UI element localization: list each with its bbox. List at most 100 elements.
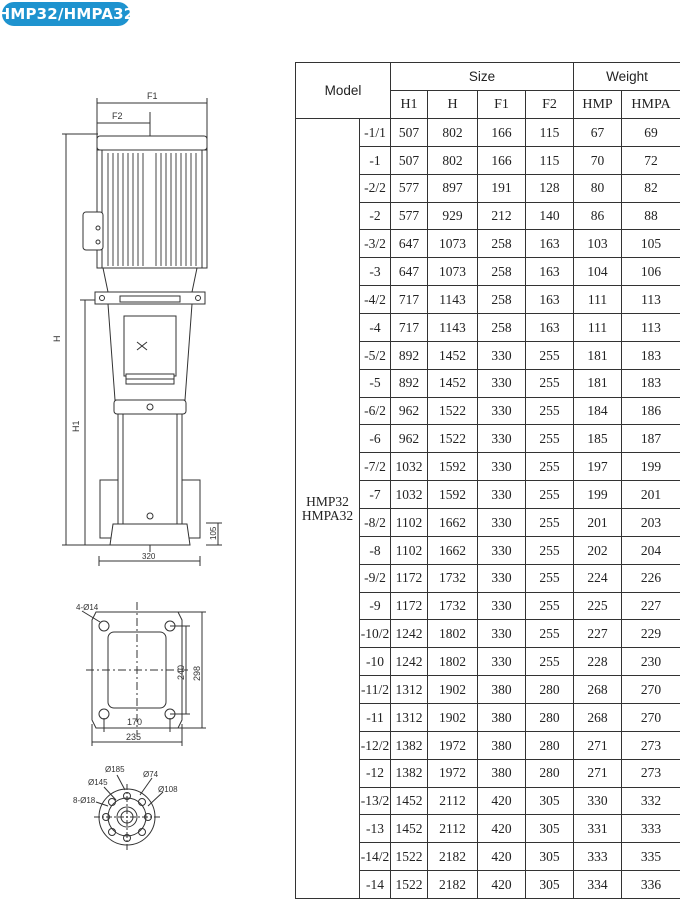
cell-f1: 330 bbox=[477, 508, 526, 537]
cell-hmpa: 270 bbox=[621, 675, 680, 705]
dim-8-holes: 8-Ø18 bbox=[73, 796, 96, 805]
cell-h: 1452 bbox=[427, 340, 478, 370]
cell-submodel: -10/2 bbox=[359, 619, 391, 649]
dim-phi185: Ø185 bbox=[105, 765, 125, 774]
cell-f1: 380 bbox=[477, 675, 526, 705]
header-model: Model bbox=[295, 62, 391, 119]
cell-h: 1902 bbox=[427, 703, 478, 732]
cell-h1: 1032 bbox=[390, 480, 428, 510]
cell-f2: 255 bbox=[524, 535, 575, 565]
cell-hmpa: 183 bbox=[621, 340, 680, 370]
cell-submodel: -13 bbox=[359, 814, 391, 844]
cell-h1: 577 bbox=[390, 201, 428, 231]
header-f2: F2 bbox=[524, 90, 575, 119]
cell-submodel: -14/2 bbox=[359, 842, 391, 872]
cell-hmpa: 332 bbox=[621, 786, 680, 816]
cell-hmpa: 113 bbox=[621, 285, 680, 315]
cell-submodel: -1/1 bbox=[359, 118, 391, 147]
cell-submodel: -11 bbox=[359, 703, 391, 732]
cell-submodel: -10 bbox=[359, 647, 391, 677]
cell-h1: 1452 bbox=[390, 814, 428, 844]
cell-h: 2112 bbox=[427, 814, 478, 844]
cell-hmpa: 203 bbox=[621, 508, 680, 537]
cell-hmp: 86 bbox=[573, 201, 623, 231]
cell-h1: 1102 bbox=[390, 535, 428, 565]
cell-submodel: -2/2 bbox=[359, 173, 391, 203]
header-h: H bbox=[427, 90, 478, 119]
dim-240: 240 bbox=[176, 665, 186, 680]
cell-hmp: 271 bbox=[573, 758, 623, 788]
cell-f1: 258 bbox=[477, 257, 526, 287]
cell-hmpa: 72 bbox=[621, 145, 680, 175]
cell-h: 1143 bbox=[427, 285, 478, 315]
cell-hmp: 67 bbox=[573, 118, 623, 147]
cell-hmpa: 113 bbox=[621, 313, 680, 342]
cell-f2: 305 bbox=[524, 786, 575, 816]
cell-hmpa: 273 bbox=[621, 730, 680, 760]
cell-h1: 1522 bbox=[390, 842, 428, 872]
cell-h: 1732 bbox=[427, 563, 478, 593]
cell-hmp: 331 bbox=[573, 814, 623, 844]
cell-f2: 255 bbox=[524, 508, 575, 537]
cell-hmpa: 270 bbox=[621, 703, 680, 732]
cell-h: 1972 bbox=[427, 730, 478, 760]
cell-f2: 255 bbox=[524, 480, 575, 510]
cell-h1: 507 bbox=[390, 145, 428, 175]
cell-h1: 1172 bbox=[390, 563, 428, 593]
cell-f1: 330 bbox=[477, 424, 526, 454]
cell-f1: 258 bbox=[477, 229, 526, 259]
cell-h: 802 bbox=[427, 145, 478, 175]
cell-h1: 1312 bbox=[390, 703, 428, 732]
cell-hmpa: 273 bbox=[621, 758, 680, 788]
dim-4-holes: 4-Ø14 bbox=[76, 603, 99, 612]
cell-f1: 330 bbox=[477, 563, 526, 593]
cell-f2: 140 bbox=[524, 201, 575, 231]
cell-hmp: 228 bbox=[573, 647, 623, 677]
cell-f2: 163 bbox=[524, 229, 575, 259]
cell-h1: 647 bbox=[390, 229, 428, 259]
cell-h: 1143 bbox=[427, 313, 478, 342]
cell-f1: 258 bbox=[477, 285, 526, 315]
cell-h1: 1452 bbox=[390, 786, 428, 816]
cell-f1: 330 bbox=[477, 535, 526, 565]
cell-f2: 280 bbox=[524, 675, 575, 705]
cell-h1: 507 bbox=[390, 118, 428, 147]
dim-phi145: Ø145 bbox=[88, 778, 108, 787]
cell-h1: 1382 bbox=[390, 730, 428, 760]
cell-submodel: -12 bbox=[359, 758, 391, 788]
cell-submodel: -13/2 bbox=[359, 786, 391, 816]
dim-phi108: Ø108 bbox=[158, 785, 178, 794]
cell-h: 1452 bbox=[427, 368, 478, 398]
cell-h1: 1102 bbox=[390, 508, 428, 537]
cell-h: 1972 bbox=[427, 758, 478, 788]
cell-f1: 420 bbox=[477, 842, 526, 872]
cell-h1: 892 bbox=[390, 368, 428, 398]
cell-f2: 255 bbox=[524, 563, 575, 593]
cell-h: 802 bbox=[427, 118, 478, 147]
dim-h: H bbox=[52, 336, 62, 343]
cell-hmp: 333 bbox=[573, 842, 623, 872]
cell-hmp: 181 bbox=[573, 368, 623, 398]
dim-105: 105 bbox=[209, 526, 218, 540]
dim-f1: F1 bbox=[147, 91, 158, 101]
cell-hmp: 202 bbox=[573, 535, 623, 565]
cell-hmpa: 335 bbox=[621, 842, 680, 872]
cell-h: 2182 bbox=[427, 870, 478, 899]
header-weight: Weight bbox=[573, 62, 680, 91]
cell-hmpa: 106 bbox=[621, 257, 680, 287]
cell-hmp: 268 bbox=[573, 703, 623, 732]
cell-h1: 1522 bbox=[390, 870, 428, 899]
cell-h1: 1242 bbox=[390, 619, 428, 649]
cell-f1: 420 bbox=[477, 814, 526, 844]
cell-f2: 128 bbox=[524, 173, 575, 203]
